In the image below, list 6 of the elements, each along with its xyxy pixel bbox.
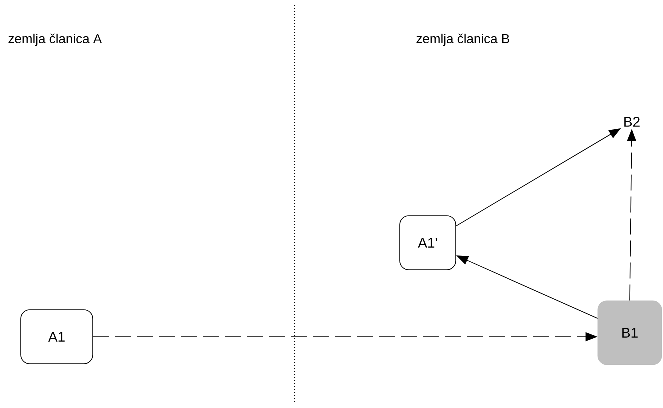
region-label: zemlja članica A bbox=[8, 34, 102, 46]
state-box: A1 bbox=[20, 310, 94, 364]
state-box: A1' bbox=[400, 216, 456, 270]
state-box: B1 bbox=[598, 300, 662, 366]
region-label: zemlja članica B bbox=[416, 34, 510, 46]
node-label: B2 bbox=[624, 117, 640, 127]
